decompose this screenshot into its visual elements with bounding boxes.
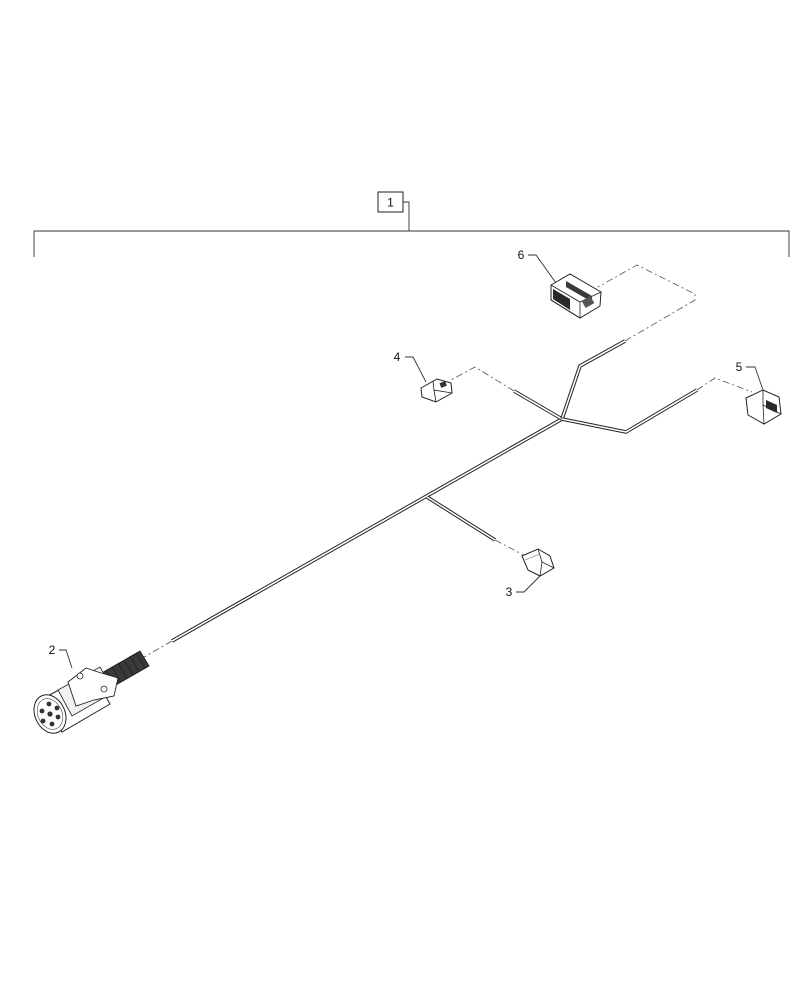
callout-3: 3 [506,585,513,599]
trailer-plug-7pin: 2 [33,643,150,734]
plug-pins [39,701,61,727]
callout-2: 2 [49,643,56,657]
callout-6: 6 [518,248,525,262]
assembly-bracket: 1 [33,191,790,257]
connector-3: 3 [506,548,555,599]
callout-4: 4 [394,350,401,364]
callout-1-box [377,191,404,213]
connector-4: 4 [394,350,453,403]
connector-6: 6 [518,248,602,319]
harness-wires [171,339,698,643]
connector-5: 5 [736,360,782,425]
connection-lines [138,264,753,661]
callout-1: 1 [387,196,394,210]
callout-5: 5 [736,360,743,374]
